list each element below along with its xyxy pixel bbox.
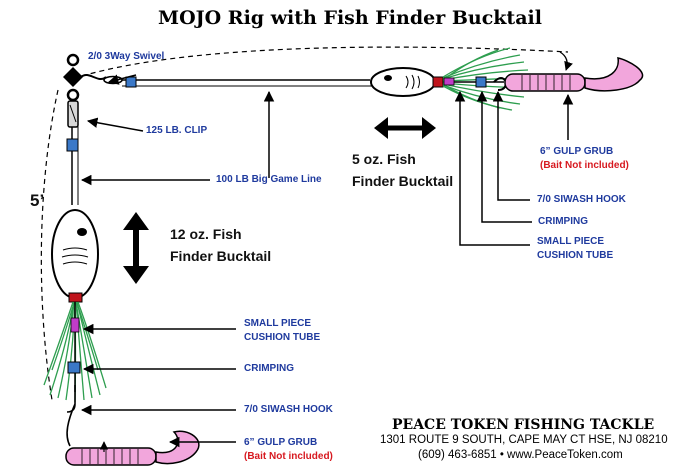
company-contact: (609) 463-6851 • www.PeaceToken.com bbox=[418, 449, 623, 461]
bucktail-5-line1: 5 oz. Fish bbox=[352, 151, 416, 167]
lower-cushion-label-1: SMALL PIECE bbox=[244, 318, 312, 329]
clip-pointer bbox=[86, 117, 144, 132]
length-label: 5’ bbox=[30, 191, 45, 210]
upper-hook-pointer bbox=[492, 90, 530, 201]
lower-grub-label: 6” GULP GRUB bbox=[244, 437, 318, 448]
lower-cushion-label-2: CUSHION TUBE bbox=[244, 332, 321, 343]
vertical-line-crimp-icon bbox=[66, 138, 79, 152]
upper-grub-icon bbox=[504, 57, 644, 92]
upper-hook-icon bbox=[493, 77, 508, 91]
swivel-label: 2/0 3Way Swivel bbox=[88, 51, 165, 62]
company-address: 1301 ROUTE 9 SOUTH, CAPE MAY CT HSE, NJ … bbox=[380, 434, 668, 446]
upper-cushion-tube-icon bbox=[443, 77, 455, 86]
lower-crimp-icon bbox=[67, 361, 81, 374]
clip-icon bbox=[67, 100, 79, 128]
clip-label: 125 LB. CLIP bbox=[146, 125, 208, 136]
lower-hook-label: 7/0 SIWASH HOOK bbox=[244, 404, 333, 415]
dashed-arc-top bbox=[81, 46, 569, 77]
upper-crimping-label: CRIMPING bbox=[538, 216, 588, 227]
lower-grub-icon bbox=[65, 430, 200, 466]
swivel-pointer bbox=[107, 74, 137, 85]
lower-crimping-label: CRIMPING bbox=[244, 363, 294, 374]
upper-crimp-pointer bbox=[476, 90, 532, 223]
lower-hook-icon bbox=[66, 385, 76, 447]
double-arrow-vertical-icon bbox=[123, 212, 149, 284]
bucktail-5-line2: Finder Bucktail bbox=[352, 173, 454, 189]
lower-cushion-tube-icon bbox=[70, 317, 80, 333]
lower-bait-note: (Bait Not included) bbox=[244, 451, 333, 462]
bucktail-12-line1: 12 oz. Fish bbox=[170, 226, 242, 242]
upper-hook-label: 7/0 SIWASH HOOK bbox=[537, 194, 626, 205]
page-title: MOJO Rig with Fish Finder Bucktail bbox=[158, 7, 542, 29]
upper-crimp-icon bbox=[475, 76, 487, 88]
double-arrow-horizontal-icon bbox=[374, 117, 436, 139]
company-name: PEACE TOKEN FISHING TACKLE bbox=[392, 417, 655, 433]
game-line-label: 100 LB Big Game Line bbox=[216, 174, 322, 185]
swivel-icon bbox=[63, 53, 123, 102]
upper-cushion-label-1: SMALL PIECE bbox=[537, 236, 605, 247]
lower-bucktail-icon bbox=[43, 209, 107, 447]
upper-grub-label: 6” GULP GRUB bbox=[540, 146, 614, 157]
dashed-arc-left bbox=[40, 89, 59, 401]
upper-bait-note: (Bait Not included) bbox=[540, 160, 629, 171]
upper-line-crimp-icon bbox=[125, 76, 137, 88]
bucktail-12-line2: Finder Bucktail bbox=[170, 248, 272, 264]
upper-cushion-label-2: CUSHION TUBE bbox=[537, 250, 614, 261]
upper-cushion-pointer bbox=[454, 90, 530, 246]
